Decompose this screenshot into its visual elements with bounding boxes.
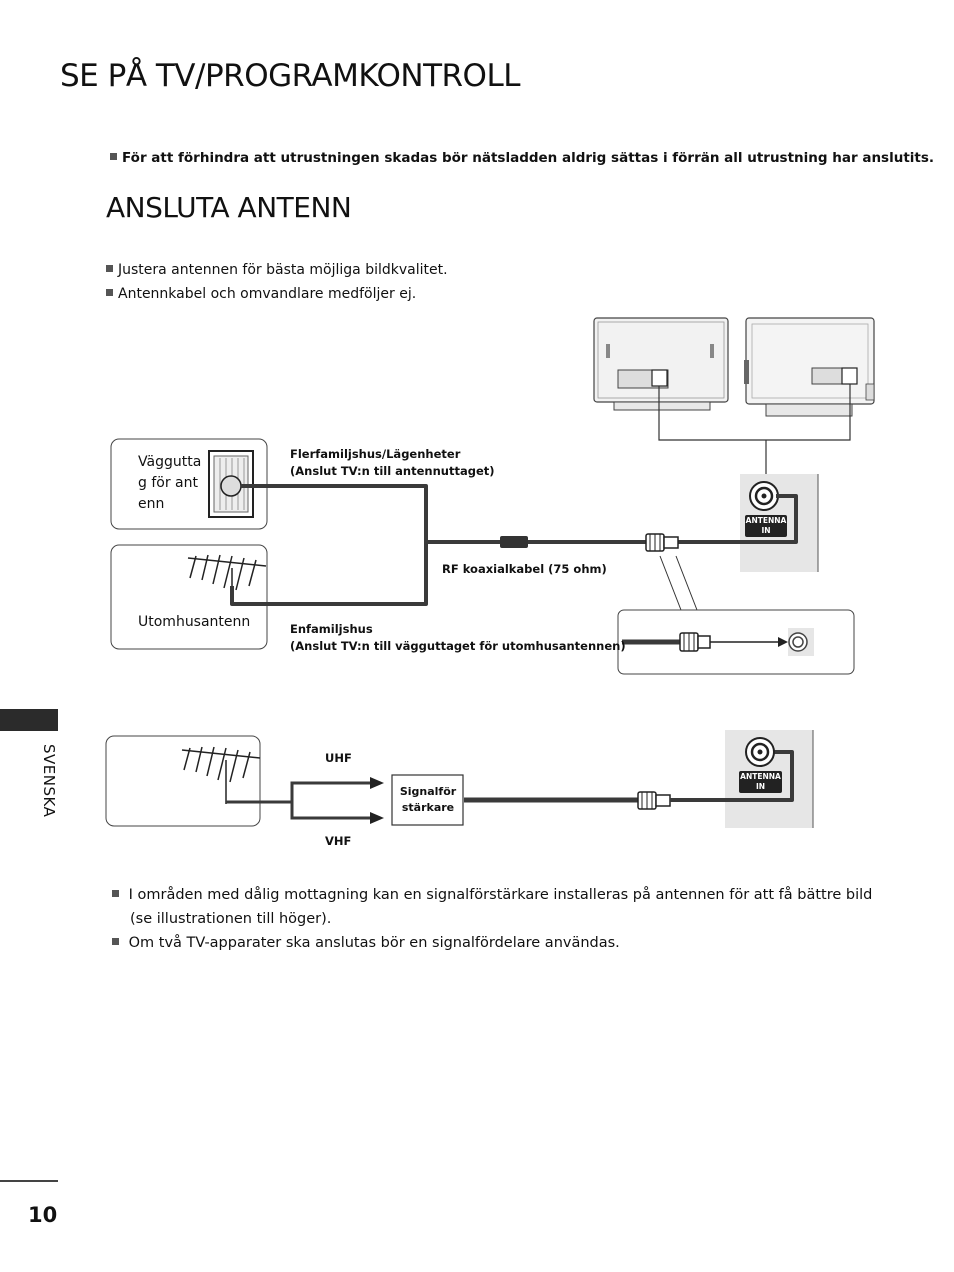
cable-ferrite <box>500 536 528 548</box>
antenna-in-port-icon <box>749 481 779 511</box>
tv-rear-right-illustration <box>744 317 875 417</box>
outdoor-antenna-icon-2 <box>181 746 261 804</box>
arrow-right-icon <box>778 637 788 647</box>
outdoor-antenna-box-2 <box>105 735 261 827</box>
bullet-icon <box>110 153 117 160</box>
footer-rule <box>0 1180 58 1182</box>
tv-rear-left-illustration <box>593 317 729 411</box>
wall-socket-label: Vägguttag för antenn <box>138 454 202 512</box>
note-text: I områden med dålig mottagning kan en si… <box>128 887 873 903</box>
tip-item: Antennkabel och omvandlare medföljer ej. <box>106 286 416 302</box>
note-text: Om två TV-apparater ska anslutas bör en … <box>128 935 620 951</box>
vhf-label: VHF <box>325 834 352 848</box>
coax-plug-detail-icon <box>679 632 711 652</box>
uhf-label: UHF <box>325 751 352 765</box>
page-title: SE PÅ TV/PROGRAMKONTROLL <box>60 58 521 94</box>
section-title: ANSLUTA ANTENN <box>106 191 352 224</box>
signal-amplifier-box <box>391 774 464 826</box>
page-number: 10 <box>28 1203 58 1227</box>
bullet-icon <box>106 289 113 296</box>
multi-family-label: Flerfamiljshus/Lägenheter <box>290 447 461 461</box>
tip-text: Antennkabel och omvandlare medföljer ej. <box>118 286 417 302</box>
single-family-sub: (Anslut TV:n till vägguttaget för utomhu… <box>290 639 626 653</box>
tip-item: Justera antennen för bästa möjliga bildk… <box>106 262 448 278</box>
coax-plug-icon <box>645 533 679 552</box>
warning-text: För att förhindra att utrustningen skada… <box>122 150 935 166</box>
bullet-icon <box>112 938 119 945</box>
antenna-in-badge <box>745 515 787 537</box>
antenna-in-port-icon-2 <box>745 737 775 767</box>
arrow-right-icon <box>370 777 384 789</box>
antenna-in-badge-2 <box>739 771 782 793</box>
coax-plug-icon-2 <box>637 791 671 810</box>
outdoor-antenna-icon <box>187 554 267 604</box>
note-item: I områden med dålig mottagning kan en si… <box>112 887 872 903</box>
language-tab <box>0 709 58 731</box>
single-family-label: Enfamiljshus <box>290 622 373 636</box>
antenna-socket-detail-icon <box>788 628 814 656</box>
note-continuation: (se illustrationen till höger). <box>130 911 332 927</box>
outdoor-antenna-label: Utomhusantenn <box>138 614 251 630</box>
coax-cable <box>230 484 798 606</box>
bullet-icon <box>112 890 119 897</box>
uhf-vhf-lines <box>226 781 372 820</box>
arrow-right-icon <box>370 812 384 824</box>
note-item: Om två TV-apparater ska anslutas bör en … <box>112 935 620 951</box>
tip-text: Justera antennen för bästa möjliga bildk… <box>118 262 448 278</box>
multi-family-sub: (Anslut TV:n till antennuttaget) <box>290 464 495 478</box>
language-label: SVENSKA <box>40 744 58 818</box>
warning-note: För att förhindra att utrustningen skada… <box>110 150 934 166</box>
cable-label: RF koaxialkabel (75 ohm) <box>442 562 607 576</box>
bullet-icon <box>106 265 113 272</box>
